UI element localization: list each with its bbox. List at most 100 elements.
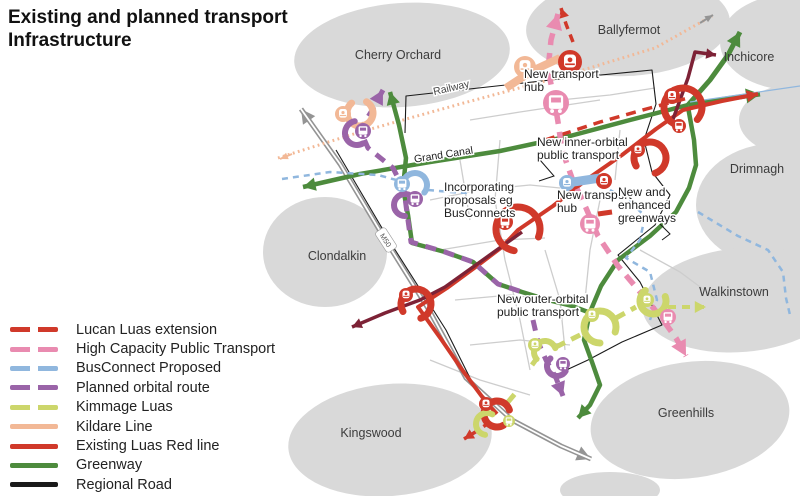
legend-swatch (10, 385, 58, 391)
area-bottom-center (560, 472, 660, 496)
orbital-arc-west-circle (342, 118, 372, 148)
area-kingswood-label: Kingswood (340, 426, 401, 440)
legend-item-8: Regional Road (10, 475, 275, 494)
train-icon-window (533, 342, 537, 346)
legend-swatch (10, 443, 58, 449)
bus-icon-window (586, 219, 594, 224)
orbital-arc-mid (391, 191, 419, 219)
legend-swatch (10, 424, 58, 430)
station-bus-walkinstown (660, 309, 676, 325)
luas-maroon-north-arrowhead (705, 48, 716, 59)
kimmage-ring-2-circle (636, 284, 670, 318)
area-kingswood (288, 383, 492, 496)
legend-swatch (10, 346, 58, 352)
train-icon-stripe (565, 63, 575, 66)
label-busconnects-line-2: BusConnects (444, 206, 515, 220)
busconnect-east (697, 210, 792, 316)
bus-icon-wheel (585, 228, 589, 232)
bus-icon-wheel (506, 225, 509, 229)
station-train-south (479, 397, 493, 411)
label-outer-orbital-line-1: public transport (497, 305, 580, 319)
busconnect-mid (609, 188, 659, 321)
bus-icon-window (506, 418, 512, 421)
planned-orbital-route-arrowhead (369, 90, 383, 106)
train-icon-window (484, 401, 488, 405)
bus-icon-wheel (398, 187, 401, 191)
train-icon-stripe (563, 183, 571, 186)
station-train-kildare-west (335, 106, 351, 122)
legend-swatch (10, 462, 58, 468)
station-bus-kimmage-4 (503, 415, 515, 427)
train-icon-window (341, 110, 345, 115)
greenway-grand-canal-arrowhead (303, 177, 317, 191)
train-icon-stripe (635, 150, 641, 152)
train-icon-window (636, 147, 640, 151)
train-icon-window (590, 312, 594, 316)
train-icon-window (602, 177, 606, 182)
orbital-arc-west (342, 118, 372, 148)
station-train-kimmage-3 (640, 293, 654, 307)
area-ballyfermot (526, 0, 730, 77)
luas-red-existing-arrowhead (745, 90, 758, 103)
minor-road-0 (469, 99, 601, 121)
legend-label: Existing Luas Red line (76, 438, 220, 455)
bus-icon-window (359, 127, 367, 131)
red-hub-bar (597, 209, 613, 217)
legend-label: Greenway (76, 457, 143, 474)
bus-icon-wheel (557, 109, 562, 114)
bus-icon-wheel (664, 320, 667, 324)
station-bus-orbital-mid (407, 191, 423, 207)
legend-item-4: Kimmage Luas (10, 398, 275, 417)
area-drimnagh-label: Drimnagh (730, 162, 784, 176)
label-enhanced-greenways-line-2: greenways (618, 211, 676, 225)
area-cherry-orchard-label: Cherry Orchard (355, 48, 441, 62)
legend-label: Kimmage Luas (76, 399, 173, 416)
greenway-east-enhanced-arrowhead (578, 404, 592, 418)
bus-icon-wheel (411, 202, 414, 206)
label-enhanced-greenways-line-0: New and (618, 185, 665, 199)
bus-icon-wheel (550, 109, 555, 114)
legend-item-6: Existing Luas Red line (10, 436, 275, 455)
legend-item-3: Planned orbital route (10, 378, 275, 397)
train-icon-stripe (589, 315, 595, 317)
station-train-kimmage-2 (585, 308, 599, 322)
train-icon-stripe (644, 300, 650, 302)
station-train-kildare-hub (514, 56, 536, 78)
railway-arrow-east-arrowhead (704, 15, 713, 23)
station-train-drimnagh (631, 143, 645, 157)
minor-road-1 (429, 184, 561, 201)
train-icon-window (404, 292, 408, 296)
railway-arrow-west-arrowhead (280, 152, 289, 160)
label-busconnects-line-0: Incorporating (444, 180, 514, 194)
area-cherry-orchard (294, 2, 510, 108)
label-new-transport-hub-north-line-1: hub (524, 80, 544, 94)
kimmage-luas-3 (554, 331, 584, 350)
bus-icon-wheel (680, 129, 683, 132)
station-train-hub-blue (559, 175, 575, 191)
train-icon-stripe (339, 114, 347, 117)
area-inchicore-n (720, 0, 800, 90)
blue-line-east (689, 85, 800, 103)
area-drimnagh (696, 143, 800, 267)
label-outer-orbital-line-0: New outer-orbital (497, 292, 588, 306)
bus-icon-wheel (559, 367, 562, 370)
label-grand-canal-line-0: Grand Canal (413, 144, 474, 165)
planned-orbital-route-south-arrowhead (550, 380, 565, 396)
legend-swatch (10, 365, 58, 371)
label-new-transport-hub-north-line-0: New transport (524, 67, 599, 81)
lucan-luas-extension-south-arrowhead (464, 429, 476, 439)
label-grand-canal: Grand Canal (412, 143, 476, 167)
train-icon-window (567, 57, 573, 63)
station-train-hub-red (596, 173, 612, 189)
area-greenhills (590, 360, 790, 480)
greenway-east-enhanced (576, 106, 699, 420)
bus-icon-window (398, 180, 406, 184)
label-new-transport-hub-center-line-0: New transport (557, 188, 632, 202)
hub-ring-center-circle (492, 203, 544, 255)
label-inner-orbital-line-1: public transport (537, 148, 620, 162)
kimmage-ring-2 (636, 284, 670, 318)
